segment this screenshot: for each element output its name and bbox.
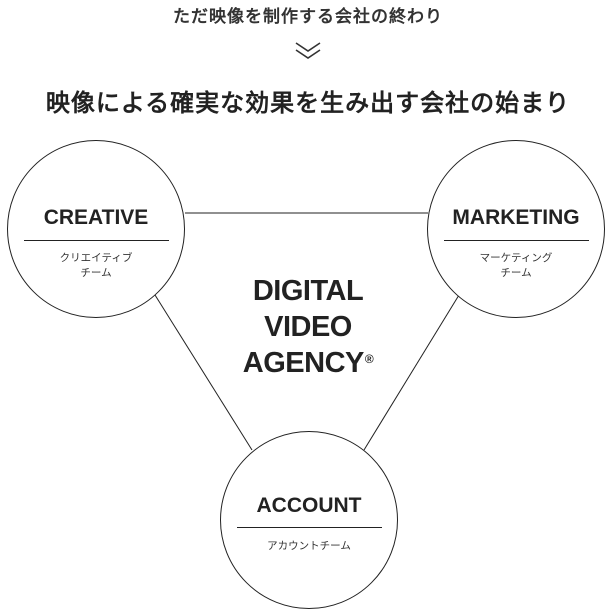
node-marketing: MARKETING マーケティング チーム — [427, 140, 605, 318]
node-marketing-divider — [444, 240, 589, 241]
node-account-divider — [237, 527, 382, 528]
node-creative-title: CREATIVE — [43, 206, 149, 229]
node-creative-divider — [24, 240, 169, 241]
node-creative-description: クリエイティブ チーム — [59, 252, 133, 279]
center-label: DIGITAL VIDEO AGENCY® — [200, 273, 416, 381]
center-label-line-1: DIGITAL — [252, 275, 364, 307]
node-creative: CREATIVE クリエイティブ チーム — [7, 140, 185, 318]
node-account-title: ACCOUNT — [256, 494, 362, 517]
center-label-line-2: VIDEO — [264, 311, 352, 343]
headline: 映像による確実な効果を生み出す会社の始まり — [45, 89, 571, 117]
node-account: ACCOUNT アカウントチーム — [220, 431, 398, 609]
node-account-description: アカウントチーム — [267, 540, 351, 552]
registered-mark: ® — [364, 352, 374, 366]
connector-marketing-account — [363, 294, 460, 451]
connector-creative-account — [154, 294, 253, 451]
subtitle: ただ映像を制作する会社の終わり — [173, 7, 443, 27]
center-label-line-3: AGENCY® — [242, 347, 374, 379]
double-chevron-down-icon — [295, 42, 321, 59]
node-marketing-description: マーケティング チーム — [479, 252, 553, 279]
node-marketing-title: MARKETING — [452, 206, 580, 229]
